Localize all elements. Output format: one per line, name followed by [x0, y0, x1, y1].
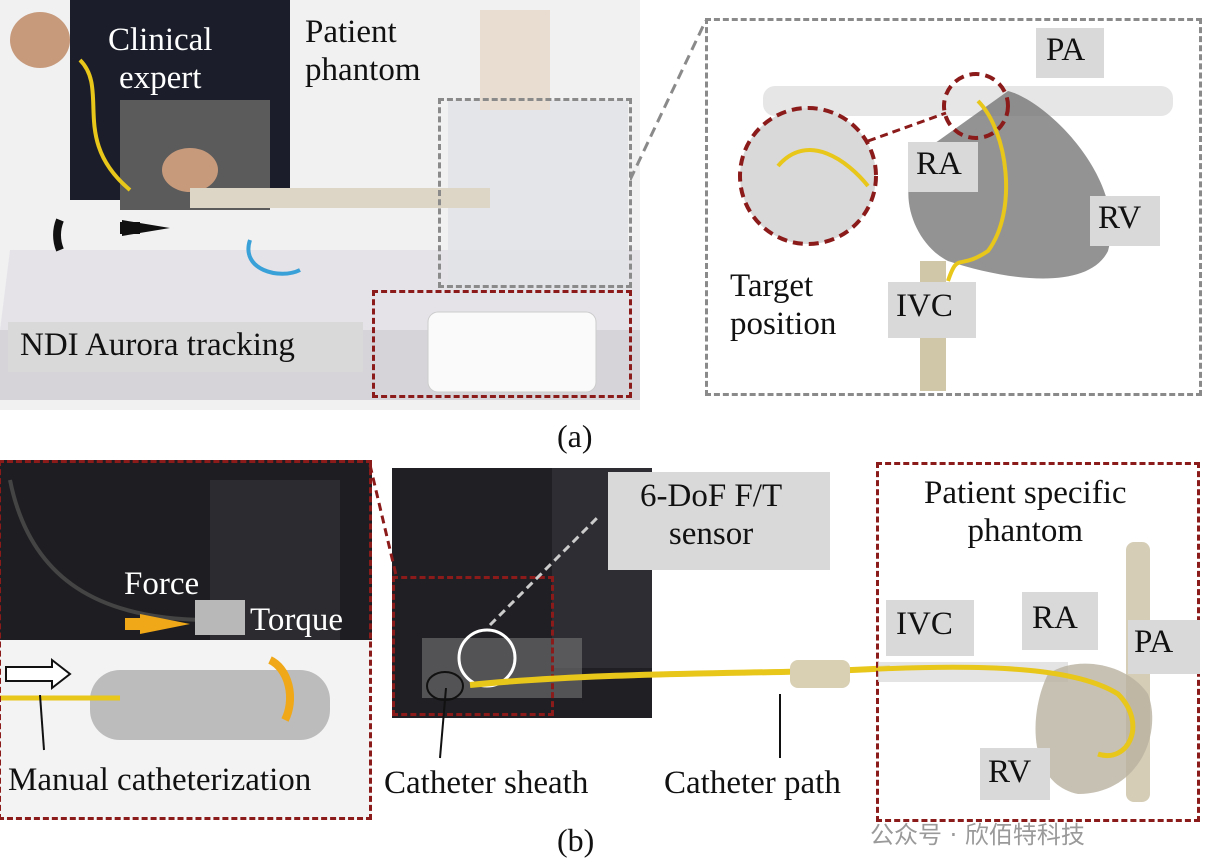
label-torque: Torque — [250, 602, 343, 638]
closeup-frame — [0, 460, 372, 820]
label-phantom-b: Patient specific phantom — [924, 475, 1127, 549]
caption-b: (b) — [557, 822, 595, 858]
label-sheath: Catheter sheath — [384, 765, 589, 801]
ndi-label-box — [8, 322, 363, 372]
connector-lines-b — [368, 464, 600, 627]
label-force: Force — [124, 566, 200, 602]
label-ivc-a: IVC — [896, 288, 953, 324]
label-path: Catheter path — [664, 765, 841, 801]
ra-label-box — [908, 142, 978, 192]
ra-b-box — [1022, 592, 1098, 650]
ivc-label-box — [888, 282, 976, 338]
pa-label-box — [1036, 28, 1104, 78]
camera-arm — [480, 10, 550, 110]
setup-photo — [0, 0, 640, 410]
expert-hand — [10, 12, 70, 68]
caption-a: (a) — [557, 418, 593, 454]
ndi-highlight — [372, 290, 632, 398]
catheter-track — [190, 188, 490, 208]
sheath-handle — [90, 670, 330, 740]
pa-b-box — [1128, 620, 1200, 674]
heart-shape — [908, 91, 1112, 279]
label-pa-a: PA — [1046, 32, 1086, 68]
label-sensor: 6-DoF F/T sensor — [640, 478, 783, 552]
label-ra-b: RA — [1032, 600, 1078, 636]
catheter-path-drawing — [426, 660, 890, 701]
zoom-circle — [740, 108, 876, 244]
rv-b-box — [980, 748, 1050, 800]
phantom-highlight — [438, 98, 632, 288]
robot-closeup-photo — [0, 460, 372, 820]
label-manual: Manual catheterization — [8, 762, 312, 798]
watermark: 公众号 · 欣佰特科技 — [870, 821, 1085, 849]
pa-tube — [763, 86, 1173, 116]
label-patient-phantom: Patient phantom — [305, 14, 421, 88]
heart-inset-frame — [705, 18, 1202, 396]
ivc-b-box — [886, 600, 974, 656]
sensor-zoom-frame — [392, 576, 554, 716]
label-rv-b: RV — [988, 754, 1032, 790]
heart-inset-drawing — [738, 72, 1173, 391]
label-ivc-b: IVC — [896, 606, 953, 642]
label-rv-a: RV — [1098, 200, 1142, 236]
rv-label-box — [1090, 196, 1160, 246]
expert-hand-2 — [162, 148, 218, 192]
setup-photo-drawing — [0, 0, 640, 400]
pointer-manual — [39, 695, 45, 751]
label-target-position: Target position — [730, 268, 837, 342]
label-ra-a: RA — [916, 146, 962, 182]
label-ndi: NDI Aurora tracking — [20, 327, 295, 363]
connector-lines — [630, 20, 708, 181]
label-pa-b: PA — [1134, 624, 1174, 660]
label-clinical-expert: Clinical expert — [108, 22, 213, 96]
sensor-label-box — [608, 472, 830, 570]
pointer-lines — [439, 688, 781, 759]
ndi-device — [427, 311, 597, 393]
